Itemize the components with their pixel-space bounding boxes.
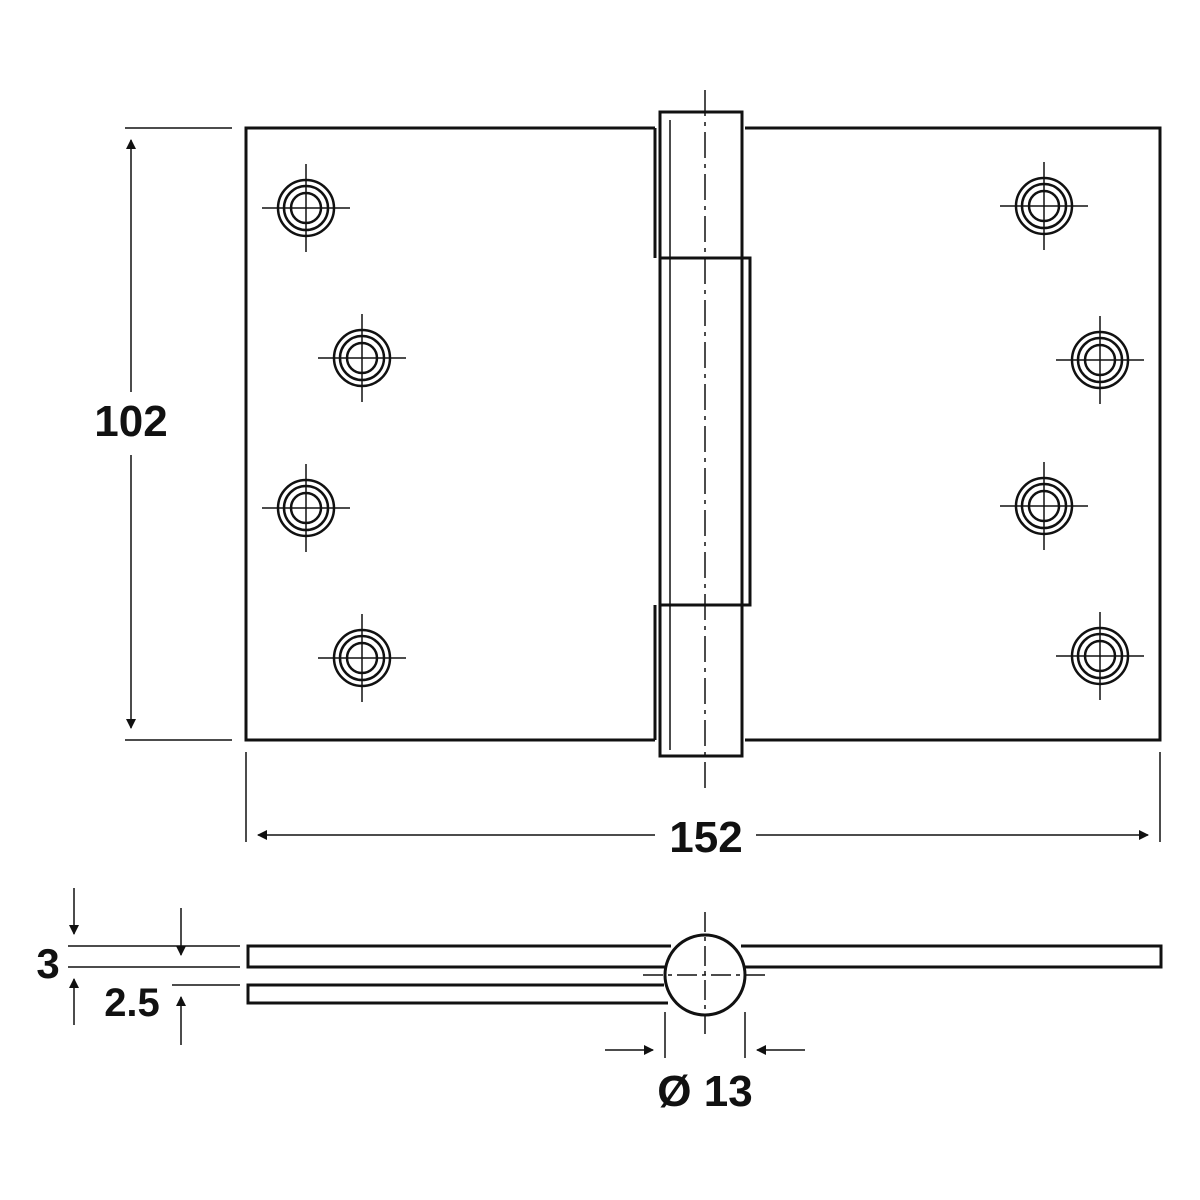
gap-label: 2.5	[104, 981, 160, 1025]
middle-knuckle	[742, 256, 752, 607]
width-label: 152	[669, 813, 742, 862]
thickness-dimension: 3	[36, 888, 240, 1025]
gap-dimension: 2.5	[104, 908, 240, 1045]
height-dimension: 102	[94, 127, 232, 741]
hinge-side-view	[246, 912, 1163, 1036]
width-dimension: 152	[245, 752, 1161, 862]
screw-hole	[262, 164, 350, 252]
screw-hole	[318, 314, 406, 402]
diameter-label: Ø 13	[657, 1067, 752, 1116]
knuckle-barrel	[658, 110, 744, 758]
screw-hole	[1056, 316, 1144, 404]
screw-hole	[1000, 462, 1088, 550]
lower-leaf-profile	[246, 983, 668, 1005]
height-label: 102	[94, 397, 167, 446]
right-leaf	[745, 126, 1162, 742]
screw-hole	[262, 464, 350, 552]
thickness-label: 3	[36, 940, 59, 987]
screw-hole	[318, 614, 406, 702]
screw-hole	[1056, 612, 1144, 700]
diameter-dimension: Ø 13	[605, 1012, 805, 1116]
upper-leaf-profile	[246, 944, 1163, 969]
hinge-front-view	[244, 90, 1162, 790]
left-leaf	[244, 126, 657, 742]
screw-hole	[1000, 162, 1088, 250]
